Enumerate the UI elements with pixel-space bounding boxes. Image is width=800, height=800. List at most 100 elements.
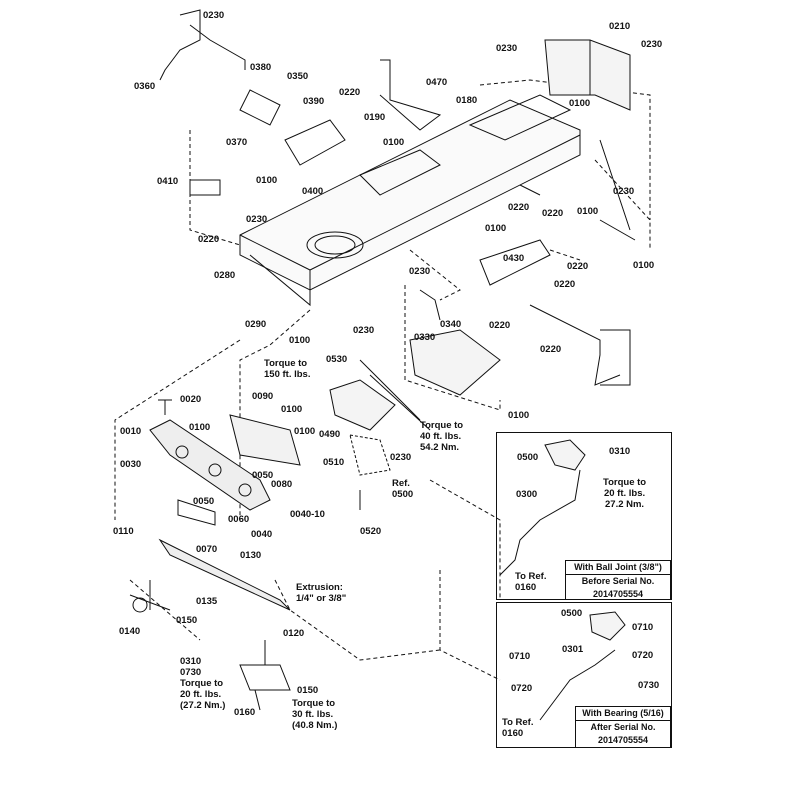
part-label: 0500	[517, 452, 539, 463]
part-label: 0230	[409, 266, 431, 277]
upper-left-parts	[159, 9, 442, 196]
torque-150-note: Torque to 150 ft. lbs.	[264, 358, 311, 380]
part-label: 0230	[203, 10, 225, 21]
part-label: 0100	[256, 175, 278, 186]
part-label: 0100	[289, 335, 311, 346]
part-label: 0330	[414, 332, 436, 343]
part-label: 0510	[323, 457, 345, 468]
part-label: 0520	[360, 526, 382, 537]
part-label: 0490	[319, 429, 341, 440]
part-label: 0710	[509, 651, 531, 662]
ref-0500-note: Ref. 0500	[392, 478, 414, 500]
torque-20-note: 0310 0730 Torque to 20 ft. lbs. (27.2 Nm…	[180, 656, 226, 711]
part-label: 0100	[569, 98, 591, 109]
part-label: 0100	[485, 223, 507, 234]
part-label: 0710	[632, 622, 654, 633]
part-label: 0230	[246, 214, 268, 225]
part-label: 0220	[489, 320, 511, 331]
inset1-title: With Ball Joint (3/8")	[566, 561, 670, 575]
part-label: 0150	[176, 615, 198, 626]
part-label: 0020	[180, 394, 202, 405]
part-label: 0100	[281, 404, 303, 415]
part-label: 0400	[302, 186, 324, 197]
part-label: 0380	[250, 62, 272, 73]
part-label: 0300	[516, 489, 538, 500]
part-label: 0210	[609, 21, 631, 32]
part-label: 0390	[303, 96, 325, 107]
part-label: 0220	[508, 202, 530, 213]
part-label: 0230	[613, 186, 635, 197]
inset2-serial-label: After Serial No.	[590, 722, 656, 732]
part-label: 0050	[193, 496, 215, 507]
inset1-drawing	[499, 439, 586, 576]
part-label: 0340	[440, 319, 462, 330]
part-label: 0720	[511, 683, 533, 694]
part-label: 0230	[353, 325, 375, 336]
part-label: 0070	[196, 544, 218, 555]
part-label: 0310	[609, 446, 631, 457]
part-label: 0730	[638, 680, 660, 691]
inset2-drawing	[539, 611, 626, 721]
part-label: 0160	[234, 707, 256, 718]
part-label: 0220	[198, 234, 220, 245]
part-label: 0090	[252, 391, 274, 402]
part-label: 0120	[283, 628, 305, 639]
torque-40-note: Torque to 40 ft. lbs. 54.2 Nm.	[420, 420, 464, 453]
part-label: 0100	[577, 206, 599, 217]
inset2-ref-note: To Ref. 0160	[502, 717, 534, 739]
part-label: 0060	[228, 514, 250, 525]
axle-assembly	[129, 399, 301, 711]
part-label: 0040	[251, 529, 273, 540]
inset1-serial-box: With Ball Joint (3/8") Before Serial No.…	[565, 560, 671, 600]
part-label: 0360	[134, 81, 156, 92]
part-label: 0290	[245, 319, 267, 330]
part-label: 0350	[287, 71, 309, 82]
inset1-ref-note: To Ref. 0160	[515, 571, 547, 593]
part-label: 0470	[426, 77, 448, 88]
part-label: 0190	[364, 112, 386, 123]
inset2-title: With Bearing (5/16)	[576, 707, 670, 721]
part-label: 0230	[641, 39, 663, 50]
part-label: 0220	[567, 261, 589, 272]
part-label: 0220	[542, 208, 564, 219]
part-label: 0370	[226, 137, 248, 148]
middle-parts	[329, 359, 431, 510]
part-label: 0430	[503, 253, 525, 264]
part-label: 0230	[496, 43, 518, 54]
part-label: 0280	[214, 270, 236, 281]
part-label: 0220	[540, 344, 562, 355]
part-label: 0100	[189, 422, 211, 433]
part-label: 0100	[294, 426, 316, 437]
torque-30-note: Torque to 30 ft. lbs. (40.8 Nm.)	[292, 698, 338, 731]
part-label: 0301	[562, 644, 584, 655]
part-label: 0150	[297, 685, 319, 696]
part-label: 0010	[120, 426, 142, 437]
part-label: 0080	[271, 479, 293, 490]
part-label: 0130	[240, 550, 262, 561]
part-label: 0100	[508, 410, 530, 421]
inset2-serial-box: With Bearing (5/16) After Serial No. 201…	[575, 706, 671, 748]
part-label: 0220	[554, 279, 576, 290]
part-label: 0040-10	[290, 509, 325, 520]
leader-lines	[114, 79, 651, 681]
part-label: 0050	[252, 470, 274, 481]
part-label: 0110	[113, 526, 134, 537]
rear-bracket	[544, 39, 636, 241]
inset1-serial-label: Before Serial No.	[581, 576, 655, 586]
part-label: 0100	[383, 137, 405, 148]
main-frame	[239, 94, 581, 307]
part-label: 0220	[339, 87, 361, 98]
inset2-serial: 2014705554	[597, 735, 649, 745]
part-label: 0410	[157, 176, 179, 187]
part-label: 0100	[633, 260, 655, 271]
part-label: 0180	[456, 95, 478, 106]
part-label: 0140	[119, 626, 141, 637]
inset1-serial: 2014705554	[592, 589, 644, 599]
part-label: 0230	[390, 452, 412, 463]
part-label: 0030	[120, 459, 142, 470]
part-label: 0530	[326, 354, 348, 365]
right-side-parts	[409, 184, 631, 396]
extrusion-note: Extrusion: 1/4" or 3/8"	[296, 582, 347, 604]
inset1-torque-note: Torque to 20 ft. lbs. 27.2 Nm.	[603, 477, 647, 510]
